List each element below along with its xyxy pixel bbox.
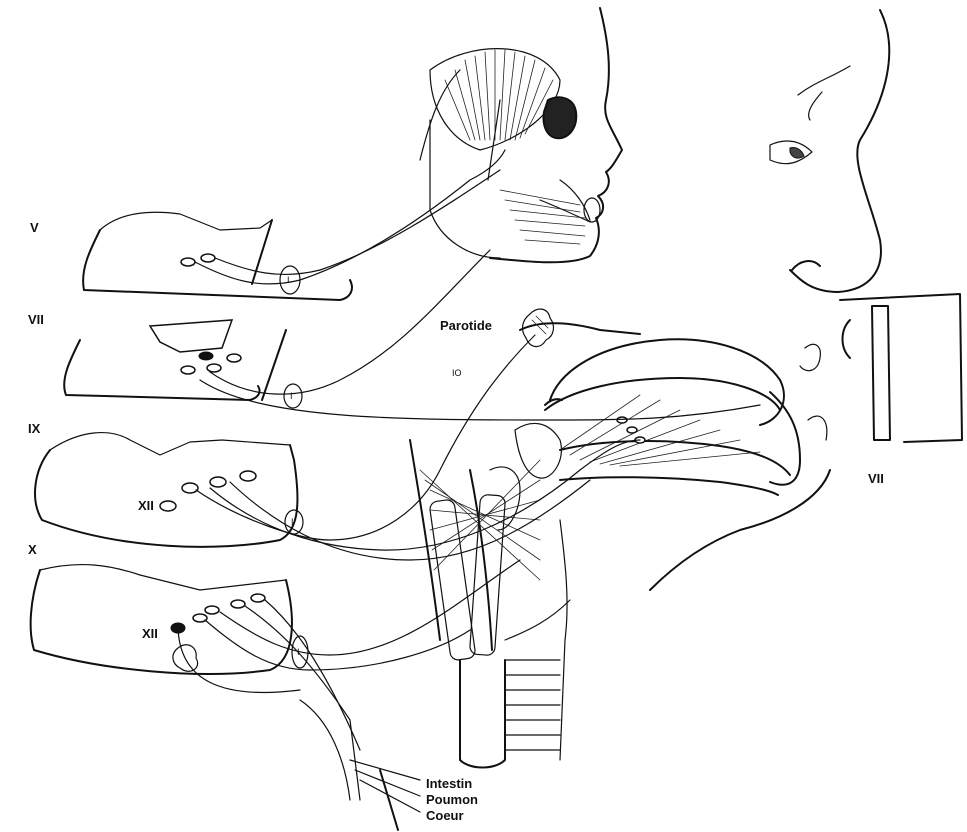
slice-vii bbox=[64, 320, 286, 400]
label-nerve-ix: IX bbox=[28, 421, 41, 436]
label-nerve-vii: VII bbox=[28, 312, 44, 327]
label-nucleus-xii-lower: XII bbox=[142, 626, 158, 641]
profile-face-drawing bbox=[650, 10, 962, 590]
label-parotide: Parotide bbox=[440, 318, 492, 333]
ganglion-mark-parotid: IO bbox=[452, 368, 462, 378]
ganglion-vii bbox=[284, 384, 302, 408]
ganglion-mark-x: I bbox=[297, 647, 300, 657]
label-nerve-v: V bbox=[30, 220, 39, 235]
label-nerve-x: X bbox=[28, 542, 37, 557]
label-intestin: Intestin bbox=[426, 776, 472, 791]
slice-x bbox=[31, 565, 292, 674]
label-nerve-vii-right: VII bbox=[868, 471, 884, 486]
upper-face-drawing bbox=[430, 8, 622, 262]
ganglion-mark-ix: I bbox=[291, 517, 294, 527]
label-poumon: Poumon bbox=[426, 792, 478, 807]
slice-v bbox=[83, 212, 352, 300]
ganglion-mark-v: I bbox=[287, 275, 290, 285]
ganglion-v bbox=[280, 266, 300, 294]
label-nucleus-xii-upper: XII bbox=[138, 498, 154, 513]
nerve-pathways bbox=[178, 70, 760, 830]
ganglion-mark-vii: I bbox=[290, 391, 293, 401]
slice-ix bbox=[35, 433, 297, 547]
tongue-drawing bbox=[515, 323, 790, 495]
label-coeur: Coeur bbox=[426, 808, 464, 823]
larynx-drawing bbox=[410, 440, 570, 768]
